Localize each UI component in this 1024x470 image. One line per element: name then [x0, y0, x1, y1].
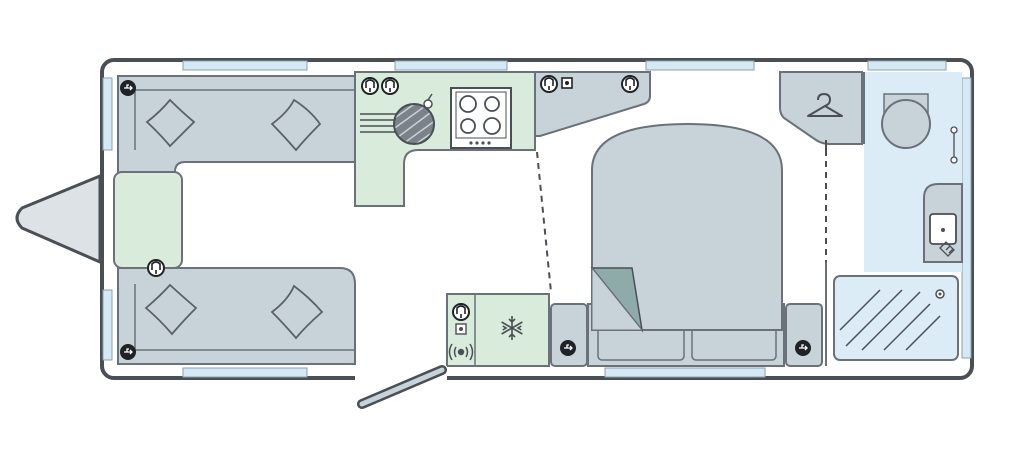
island-bed	[591, 122, 783, 331]
window-front-lower	[102, 289, 113, 361]
front-lounge	[113, 75, 356, 365]
usb-sockets	[120, 80, 811, 360]
entrance-door	[355, 365, 447, 409]
burner	[459, 95, 477, 113]
toilet-icon	[881, 99, 931, 149]
plug-socket-icon	[621, 75, 639, 93]
window-front-left-top	[182, 60, 308, 71]
bedroom-divider-dashed	[536, 151, 552, 293]
window-bedroom-bottom	[604, 367, 766, 378]
burner	[460, 118, 476, 134]
hob-knobs	[469, 141, 491, 145]
window-bedroom-top	[645, 60, 755, 71]
sockets	[147, 75, 639, 321]
usb-socket-icon	[795, 340, 811, 356]
windows	[102, 60, 972, 378]
bedside-cabinet-left	[550, 303, 588, 367]
coat-hanger-icon	[807, 92, 843, 117]
snowflake-icon	[501, 316, 523, 340]
tap-icon	[423, 99, 433, 109]
shower-glass-lines	[839, 289, 941, 351]
washroom	[825, 72, 963, 366]
cushion-icon	[270, 98, 322, 152]
bedroom	[550, 122, 823, 367]
plug-socket-icon	[540, 75, 558, 93]
plug-socket-icon	[381, 77, 399, 95]
cushion-icon	[144, 283, 198, 336]
plug-socket-icon	[147, 259, 165, 277]
plug-socket-icon	[452, 303, 470, 321]
toilet-roll-holder	[950, 126, 958, 134]
burner	[484, 96, 500, 112]
window-kitchen-top	[394, 60, 508, 71]
four-burner-hob-icon	[450, 87, 512, 149]
round-sink-icon	[393, 103, 435, 145]
cushion-icon	[270, 284, 324, 340]
plug-socket-icon	[361, 77, 379, 95]
usb-socket-icon	[120, 80, 136, 96]
window-front-upper	[102, 77, 113, 151]
towing-hitch	[15, 174, 102, 264]
drainer	[360, 113, 396, 133]
burner	[483, 117, 501, 135]
toilet-roll-holder	[950, 156, 958, 164]
usb-socket-icon	[120, 344, 136, 360]
speaker-icon	[448, 343, 474, 361]
shower-tray-icon	[833, 275, 959, 361]
window-rear	[961, 77, 972, 359]
bedside-cabinet-right	[785, 303, 823, 367]
wardrobe	[779, 71, 863, 145]
lounge-centre-seat	[113, 171, 183, 269]
shaver-socket-icon	[939, 241, 955, 257]
cushion-icon	[145, 98, 196, 148]
usb-socket-icon	[560, 340, 576, 356]
window-front-bottom	[182, 367, 308, 378]
window-washroom-top	[867, 60, 947, 71]
